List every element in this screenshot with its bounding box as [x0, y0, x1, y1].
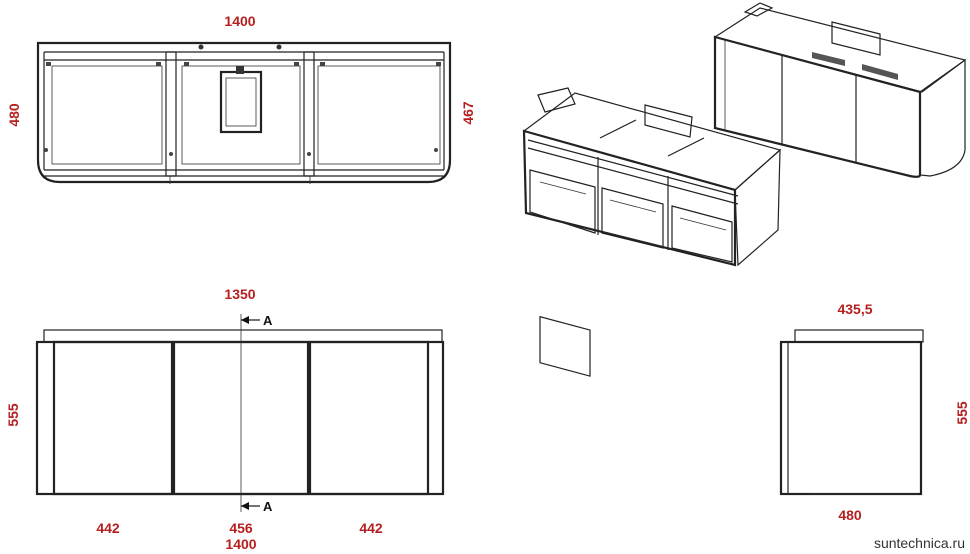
siphon-cutout — [219, 70, 263, 134]
front-total-width-dimension: 1400 — [225, 536, 256, 552]
right-door — [308, 340, 430, 496]
left-door — [52, 340, 174, 496]
side-height-dimension: 555 — [954, 401, 970, 425]
front-view: A A 1350 555 442 456 442 1400 — [5, 286, 445, 552]
isometric-view-closed — [713, 2, 967, 178]
closed-cabinet-top — [713, 7, 967, 93]
middle-door-width-dimension: 456 — [229, 520, 253, 536]
section-marker-bottom: A — [263, 499, 273, 514]
mounting-hole — [276, 44, 282, 50]
top-width-dimension: 1400 — [224, 13, 255, 29]
side-view-body — [779, 340, 923, 496]
section-marker-top: A — [263, 313, 273, 328]
watermark: suntechnica.ru — [874, 535, 965, 551]
front-view-countertop — [43, 329, 443, 343]
top-depth-left-dimension: 480 — [6, 103, 22, 127]
right-compartment — [317, 65, 441, 165]
front-view-body — [35, 340, 445, 496]
front-height-dimension: 555 — [5, 403, 21, 427]
closed-cabinet-back-panel — [831, 21, 881, 56]
top-view-outline — [36, 41, 452, 184]
left-door-width-dimension: 442 — [96, 520, 120, 536]
partition-left — [165, 51, 177, 177]
side-view: 435,5 555 480 — [779, 301, 970, 523]
open-cabinet-front — [522, 129, 737, 267]
mounting-hole — [198, 44, 204, 50]
closed-cabinet-side — [919, 58, 966, 177]
middle-compartment — [181, 65, 301, 165]
left-compartment — [51, 65, 163, 165]
side-bottom-depth-dimension: 480 — [838, 507, 862, 523]
open-cabinet-back-panel — [644, 104, 693, 138]
side-top-depth-dimension: 435,5 — [837, 301, 872, 317]
side-view-countertop — [794, 329, 924, 343]
front-top-width-dimension: 1350 — [224, 286, 255, 302]
isometric-view-open — [522, 87, 782, 377]
right-door-width-dimension: 442 — [359, 520, 383, 536]
top-depth-right-dimension: 467 — [460, 101, 476, 125]
partition-right — [303, 51, 315, 177]
open-cabinet-side — [734, 148, 781, 267]
top-view: 1400 480 467 — [6, 13, 476, 184]
